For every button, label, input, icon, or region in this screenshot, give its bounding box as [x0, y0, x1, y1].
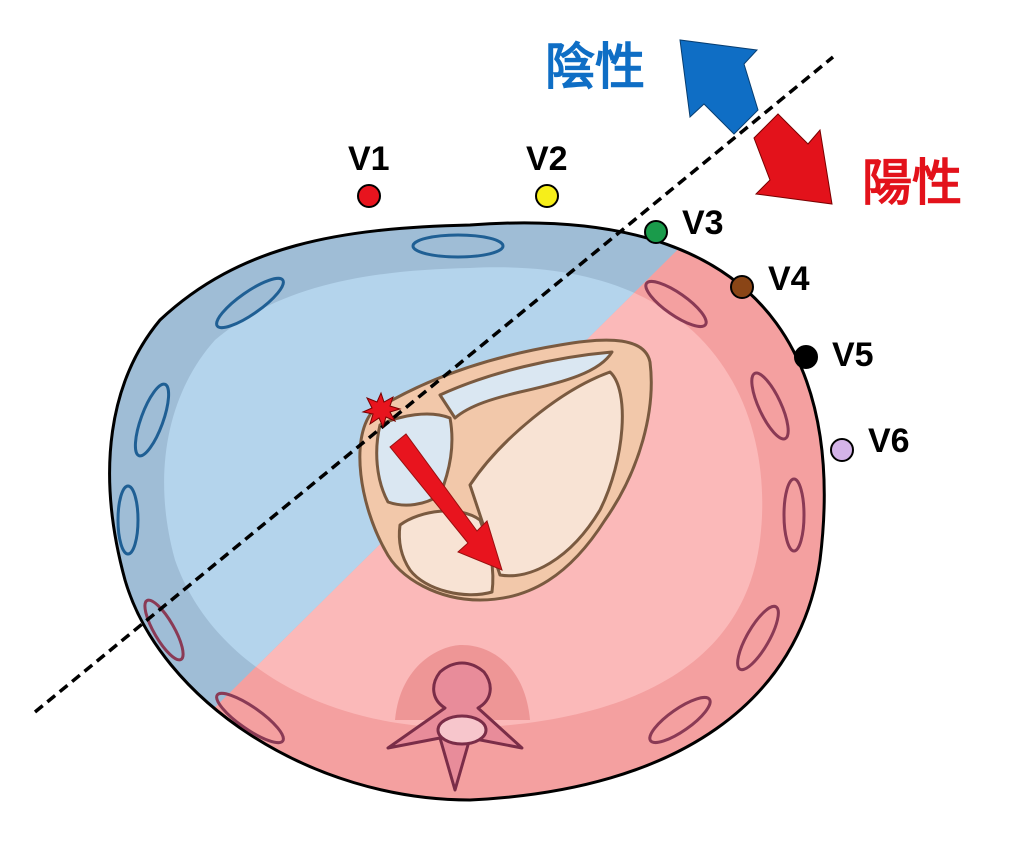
starburst-icon [361, 391, 402, 429]
positive-label: 陽性 [862, 154, 962, 212]
lead-label-v6: V6 [868, 422, 910, 460]
lead-label-v4: V4 [768, 260, 810, 298]
rib [736, 604, 780, 672]
rib [116, 484, 140, 556]
axis-dashed-line [33, 55, 835, 714]
positive-direction-arrow [753, 113, 833, 205]
arrow-icon [389, 433, 503, 571]
rib [215, 691, 285, 745]
lead-electrode-v5 [794, 345, 818, 369]
rib [411, 233, 505, 259]
rib [750, 371, 790, 441]
lead-label-v2: V2 [526, 140, 568, 178]
spinal-canal [436, 714, 488, 746]
polarity-arrows: 陰性 陽性 [545, 38, 962, 212]
lead-label-v5: V5 [832, 336, 874, 374]
ribs-positive [143, 279, 806, 745]
heart [358, 338, 653, 602]
lead-electrode-v4 [730, 275, 754, 299]
torso-outline [108, 221, 826, 802]
lead-label-v3: V3 [682, 204, 724, 242]
lead-electrode-v1 [357, 184, 381, 208]
lead-label-v1: V1 [348, 140, 390, 178]
rib [133, 382, 171, 458]
negative-direction-arrow [679, 39, 759, 135]
rib [648, 695, 712, 745]
rib [782, 477, 806, 553]
rib [215, 276, 285, 330]
vertebra [386, 645, 530, 792]
negative-label: 陰性 [545, 38, 645, 96]
left-atrium [438, 350, 614, 420]
lead-electrode-v6 [830, 438, 854, 462]
ribs-negative [116, 233, 505, 556]
lead-electrode-v3 [644, 220, 668, 244]
rib [143, 598, 185, 662]
rib [644, 279, 708, 329]
lead-electrode-v2 [535, 184, 559, 208]
vector [361, 391, 503, 571]
